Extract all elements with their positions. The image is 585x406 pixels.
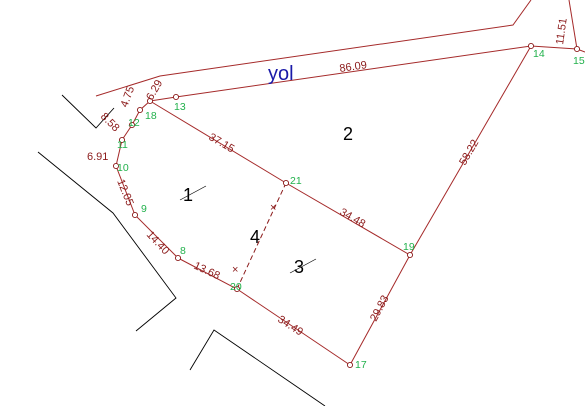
point-label-10: 10 xyxy=(117,162,129,174)
parcel-number-2: 2 xyxy=(343,124,353,144)
point-node xyxy=(527,42,535,50)
point-node xyxy=(128,121,136,129)
dimension-37-15: 37.15 xyxy=(207,131,237,155)
dashed-divider xyxy=(236,182,287,290)
point-node xyxy=(136,106,144,114)
dimension-8-58: 8.58 xyxy=(98,111,122,135)
point-label-18: 18 xyxy=(145,110,157,122)
point-label-19: 19 xyxy=(403,241,415,253)
point-label-8: 8 xyxy=(180,245,186,257)
dimension-34-48: 34.48 xyxy=(338,206,368,230)
point-label-21: 21 xyxy=(290,175,302,187)
point-node xyxy=(233,285,241,293)
road-label: yol xyxy=(268,63,294,85)
point-label-17: 17 xyxy=(355,359,367,371)
dimension-13-68: 13.68 xyxy=(192,260,222,283)
point-node xyxy=(131,211,139,219)
dimension-34-49: 34.49 xyxy=(275,313,305,338)
parcel-1-mark xyxy=(179,185,207,201)
point-node xyxy=(146,97,154,105)
point-node xyxy=(118,136,126,144)
divider-mark: × xyxy=(270,202,276,214)
point-node xyxy=(172,93,180,101)
point-label-14: 14 xyxy=(533,48,545,60)
point-label-9: 9 xyxy=(141,203,147,215)
point-label-13: 13 xyxy=(174,101,186,113)
dimension-29-83: 29.83 xyxy=(368,293,392,323)
dimension-86-09: 86.09 xyxy=(339,59,368,75)
left-upper-line xyxy=(61,94,115,129)
dimension-58-22: 58.22 xyxy=(457,138,481,168)
point-node xyxy=(573,45,581,53)
parcel-3-mark xyxy=(289,258,317,274)
parcel-number-4: 4 xyxy=(250,227,260,247)
parcel-number-3: 3 xyxy=(294,257,304,277)
dimension-6-91: 6.91 xyxy=(87,151,108,163)
dimension-12-05: 12.05 xyxy=(114,178,135,208)
point-label-20: 20 xyxy=(230,281,242,293)
parcel-boundary-north xyxy=(149,45,585,102)
point-node xyxy=(282,179,290,187)
point-node xyxy=(112,162,120,170)
road-right-edge xyxy=(568,0,578,50)
dimension-11-51: 11.51 xyxy=(554,17,570,45)
point-node xyxy=(346,361,354,369)
parcel-boundary-inner xyxy=(149,100,411,256)
bottom-right-line xyxy=(189,329,326,406)
dimension-14-40: 14.40 xyxy=(144,229,172,257)
point-label-15: 15 xyxy=(573,55,585,67)
point-label-12: 12 xyxy=(128,117,140,129)
divider-mark: × xyxy=(232,264,238,276)
point-node xyxy=(174,254,182,262)
road-upper-edge xyxy=(95,0,532,97)
left-lower-line xyxy=(37,151,177,332)
parcel-number-1: 1 xyxy=(183,185,193,205)
point-node xyxy=(406,251,414,259)
point-label-11: 11 xyxy=(117,139,128,151)
